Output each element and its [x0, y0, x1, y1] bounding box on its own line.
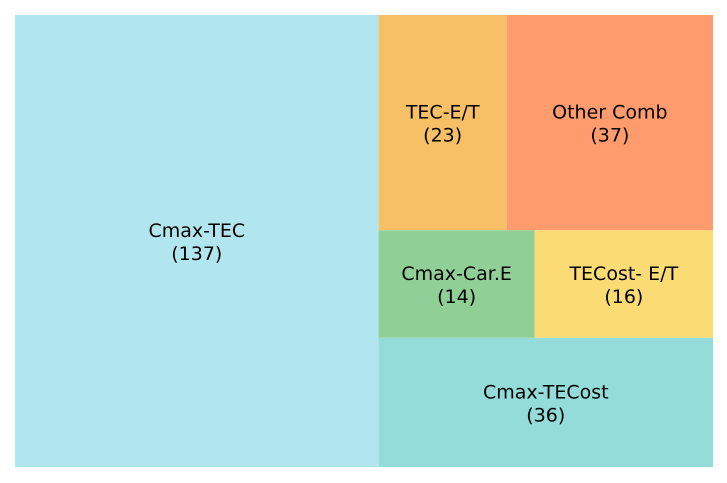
treemap-tile-rect	[378, 337, 713, 467]
treemap-tile: Cmax-TECost(36)	[378, 337, 713, 467]
treemap-tile-rect	[15, 15, 379, 467]
treemap-tile-label: Cmax-TECost	[483, 381, 609, 403]
treemap-tile-value: (14)	[437, 286, 476, 308]
treemap-tile-label: Cmax-Car.E	[401, 263, 512, 285]
treemap-tile: TEC-E/T(23)	[378, 15, 507, 231]
treemap-tile-value: (16)	[604, 286, 643, 308]
treemap-tile: Cmax-Car.E(14)	[378, 230, 535, 338]
treemap-tile-value: (37)	[590, 125, 629, 147]
treemap-tile-value: (137)	[171, 243, 222, 265]
treemap-tile-label: Other Comb	[552, 102, 667, 124]
treemap-tile-label: TEC-E/T	[405, 102, 480, 124]
treemap-tile-label: TECost- E/T	[568, 263, 678, 285]
treemap-tile-label: Cmax-TEC	[148, 220, 245, 242]
treemap-tile: Cmax-TEC(137)	[15, 15, 379, 467]
treemap-tile: TECost- E/T(16)	[534, 230, 713, 338]
treemap-tile-rect	[378, 230, 535, 338]
treemap-tile-rect	[378, 15, 507, 231]
treemap-tile: Other Comb(37)	[506, 15, 713, 231]
treemap-tile-value: (36)	[526, 404, 565, 426]
treemap-tile-value: (23)	[423, 125, 462, 147]
treemap-tile-rect	[534, 230, 713, 338]
treemap-tile-rect	[506, 15, 713, 231]
